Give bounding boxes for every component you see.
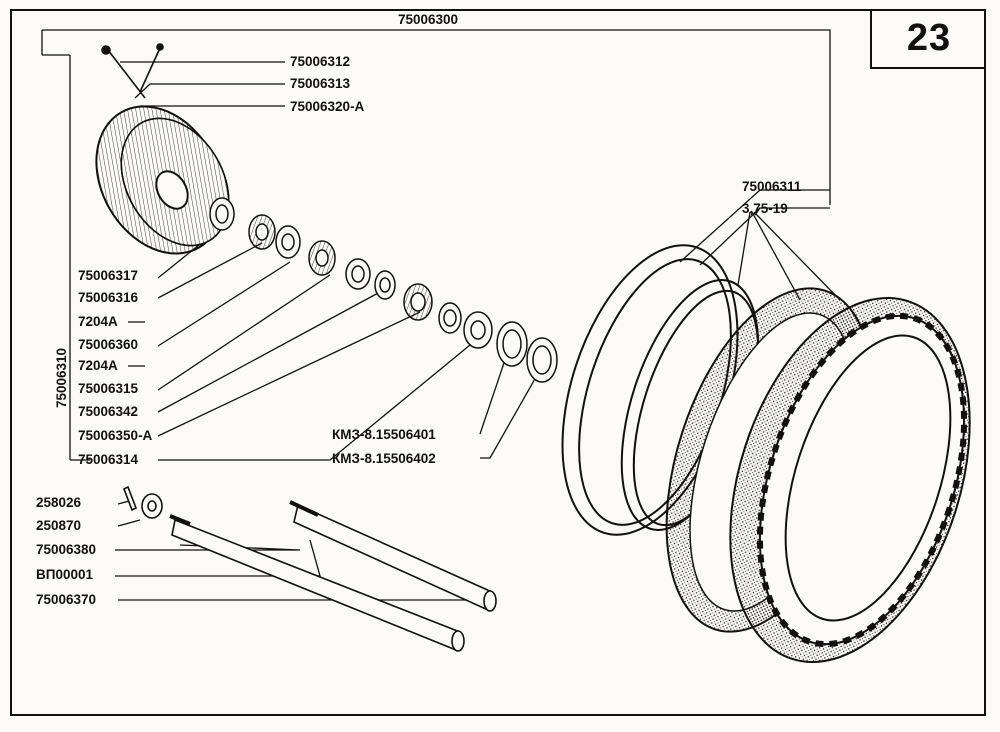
page-number: 23 [906,16,952,59]
label-hub: 75006320-A [290,99,365,114]
label-vp: ВП00001 [36,567,93,582]
label-tire: 3,75-19 [742,201,788,216]
sheet-border [10,9,986,716]
label-axle: 75006380 [36,542,97,557]
axle-part-2 [289,500,497,612]
label-bearing-b: 7204A [78,358,118,373]
label-rim: 75006311 [742,179,802,194]
label-hub-left: 75006310 [54,347,69,408]
page-number-box: 23 [870,9,986,69]
label-p360: 75006360 [78,337,139,352]
label-spoke: 75006313 [290,76,351,91]
label-p317: 75006317 [78,268,139,283]
label-cotter-pin: 258026 [36,495,82,510]
label-p350: 75006350-A [78,428,153,443]
label-p314: 75006314 [78,452,139,467]
label-seal-2: КМЗ-8.15506402 [332,451,436,466]
spokes-group [101,43,164,99]
axle-part-1 [169,514,465,652]
bearing-stack [209,197,558,383]
label-p315: 75006315 [78,381,139,396]
label-p342: 75006342 [78,404,139,419]
label-p316: 75006316 [78,290,139,305]
cotter-nut-group [122,485,163,519]
label-bearing-a: 7204A [78,314,118,329]
label-axle-2: 75006370 [36,592,97,607]
hub-part [95,105,230,255]
leader-lines [41,29,841,601]
label-assembly: 75006300 [398,12,459,27]
label-seal-1: КМЗ-8.15506401 [332,427,436,442]
label-spoke-nipple: 75006312 [290,54,351,69]
tire-part [729,296,971,664]
label-nut: 250870 [36,518,82,533]
